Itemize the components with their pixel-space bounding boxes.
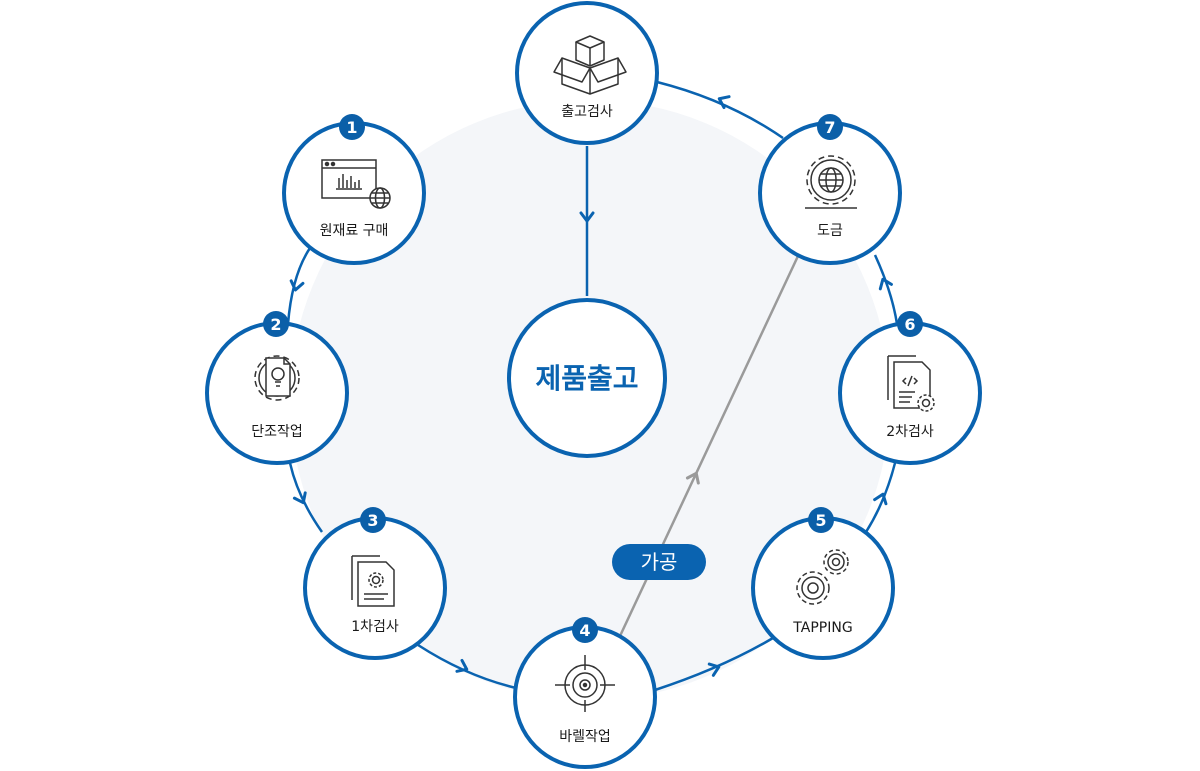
step-2-badge: 2 [263,311,289,337]
step-6-label: 2차검사 [886,424,934,440]
step-5-node: TAPPING [751,516,895,660]
step-3-badge: 3 [360,507,386,533]
shipping-inspection-label: 출고검사 [561,104,613,120]
step-4-node: 바렐작업 [513,625,657,769]
step-6-badge: 6 [897,311,923,337]
step-3-label: 1차검사 [351,619,399,635]
step-2-number: 2 [270,315,281,334]
step-1-label: 원재료 구매 [320,223,389,239]
open-box-icon [553,35,627,95]
code-document-gear-icon [887,355,935,412]
step-6-number: 6 [904,315,915,334]
step-6-node: 2차검사 [838,321,982,465]
step-7-node: 도금 [758,121,902,265]
step-1-badge: 1 [339,114,365,140]
step-7-badge: 7 [817,114,843,140]
step-5-badge: 5 [808,507,834,533]
ring-connector-2 [288,462,324,533]
step-7-label: 도금 [817,223,843,239]
step-3-number: 3 [367,511,378,530]
center-node: 제품출고 [507,298,667,458]
step-4-label: 바렐작업 [559,729,611,745]
target-crosshair-icon [555,655,615,712]
step-5-number: 5 [815,511,826,530]
step-2-node: 단조작업 [205,321,349,465]
step-2-label: 단조작업 [251,424,303,440]
shipping-inspection-node: 출고검사 [515,1,659,145]
arrow-step6-to-step7 [875,275,893,291]
gear-lightbulb-document-icon [254,355,300,401]
step-1-node: 원재료 구매 [282,121,426,265]
step-7-number: 7 [824,118,835,137]
browser-chart-globe-icon [321,159,391,209]
double-gears-icon [796,549,849,605]
ring-connector-6 [873,254,899,325]
ring-connector-1 [286,247,312,325]
gear-globe-icon [805,155,857,209]
document-gear-icon [351,555,395,607]
ring-connector-5 [864,462,897,533]
step-3-node: 1차검사 [303,516,447,660]
step-4-number: 4 [579,621,590,640]
process-tag: 가공 [612,544,706,580]
step-4-badge: 4 [572,617,598,643]
step-1-number: 1 [346,118,357,137]
process-ring [286,80,899,692]
process-tag-label: 가공 [641,550,678,574]
step-5-label: TAPPING [792,620,852,636]
ring-connector-3 [417,643,517,690]
center-label: 제품출고 [535,362,638,395]
